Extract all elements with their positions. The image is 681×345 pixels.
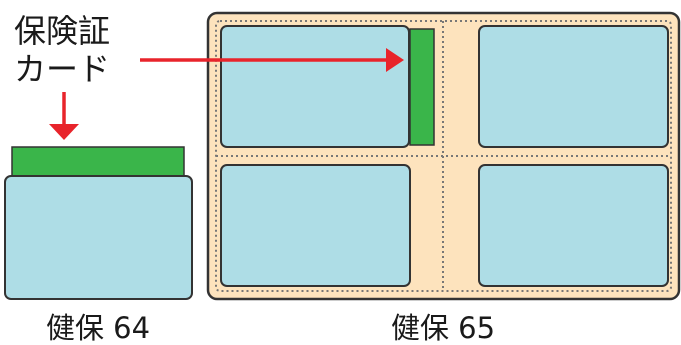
card-pocket-top-left xyxy=(220,25,410,148)
right-card-holder xyxy=(206,11,681,301)
green-card-inserted xyxy=(409,28,435,146)
card-pocket-left xyxy=(4,175,193,300)
left-holder-label: 健保 64 xyxy=(46,311,150,345)
card-label-line1: 保険証 xyxy=(14,12,110,50)
card-pocket-bottom-left xyxy=(220,164,411,287)
card-pocket-bottom-right xyxy=(478,164,669,287)
card-pocket-top-right xyxy=(478,25,669,148)
right-arrow xyxy=(140,48,404,72)
stitching xyxy=(215,20,672,292)
green-card-left xyxy=(11,146,185,180)
down-arrow xyxy=(49,92,79,140)
card-label-line2: カード xyxy=(14,50,110,88)
right-holder-label: 健保 65 xyxy=(391,311,495,345)
left-card-holder xyxy=(4,146,193,300)
